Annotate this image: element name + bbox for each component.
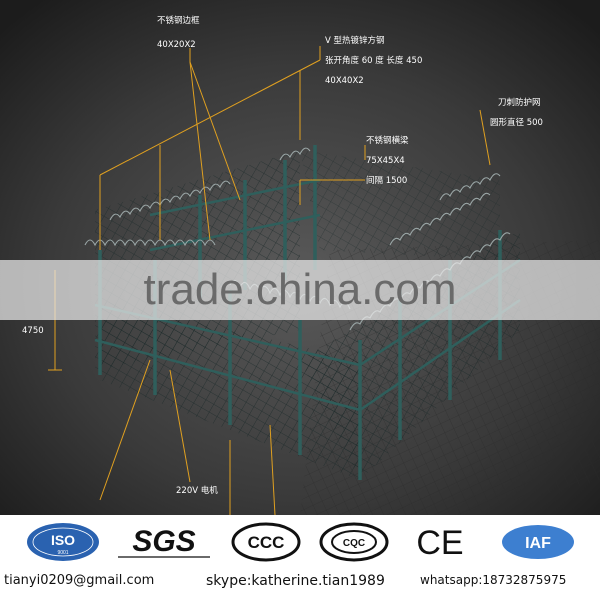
ccc-logo: CCC: [231, 522, 301, 562]
watermark-text: trade.china.com: [143, 265, 457, 314]
annotation-beam-spacing: 间隔 1500: [366, 176, 408, 186]
cqc-text: CQC: [343, 538, 365, 549]
iso-sub-text: 9001: [57, 550, 68, 556]
iaf-text: IAF: [525, 535, 551, 552]
annotation-beam-label: 不锈钢横梁: [366, 136, 409, 146]
sgs-text: SGS: [132, 525, 195, 558]
annotation-razor-spec: 圆形直径 500: [490, 118, 543, 128]
annotation-beam-size: 75X45X4: [366, 156, 405, 166]
contact-email[interactable]: tianyi0209@gmail.com: [4, 573, 155, 588]
contact-bar: tianyi0209@gmail.com skype:katherine.tia…: [0, 567, 600, 600]
fence-panel-back: [300, 150, 500, 260]
iso-logo: ISO 9001: [27, 523, 99, 561]
iso-text: ISO: [51, 532, 75, 548]
iaf-logo: IAF: [502, 525, 574, 559]
sgs-logo: SGS: [118, 525, 210, 558]
annotation-post-label: V 型热镀锌方钢: [325, 36, 385, 46]
watermark-band: trade.china.com: [0, 260, 600, 320]
annotation-frame-label: 不锈钢边框: [157, 16, 200, 26]
annotation-frame-size: 40X20X2: [157, 40, 196, 50]
ccc-text: CCC: [248, 533, 285, 552]
annotation-razor-label: 刀刺防护网: [498, 98, 541, 108]
ce-logo: CE: [416, 524, 463, 562]
annotation-post-size: 40X40X2: [325, 76, 364, 86]
annotation-height: 4750: [22, 326, 44, 336]
annotation-lines: [48, 46, 491, 515]
fence-diagram: [0, 0, 600, 515]
certification-bar: ISO 9001 SGS CCC CQC CE IAF: [0, 515, 600, 567]
contact-whatsapp[interactable]: whatsapp:18732875975: [420, 573, 567, 587]
contact-skype[interactable]: skype:katherine.tian1989: [206, 573, 385, 589]
ce-text: CE: [416, 524, 463, 562]
annotation-motor: 220V 电机: [176, 486, 218, 496]
cqc-logo: CQC: [319, 522, 389, 562]
annotation-post-spec: 张开角度 60 度 长度 450: [325, 56, 423, 66]
